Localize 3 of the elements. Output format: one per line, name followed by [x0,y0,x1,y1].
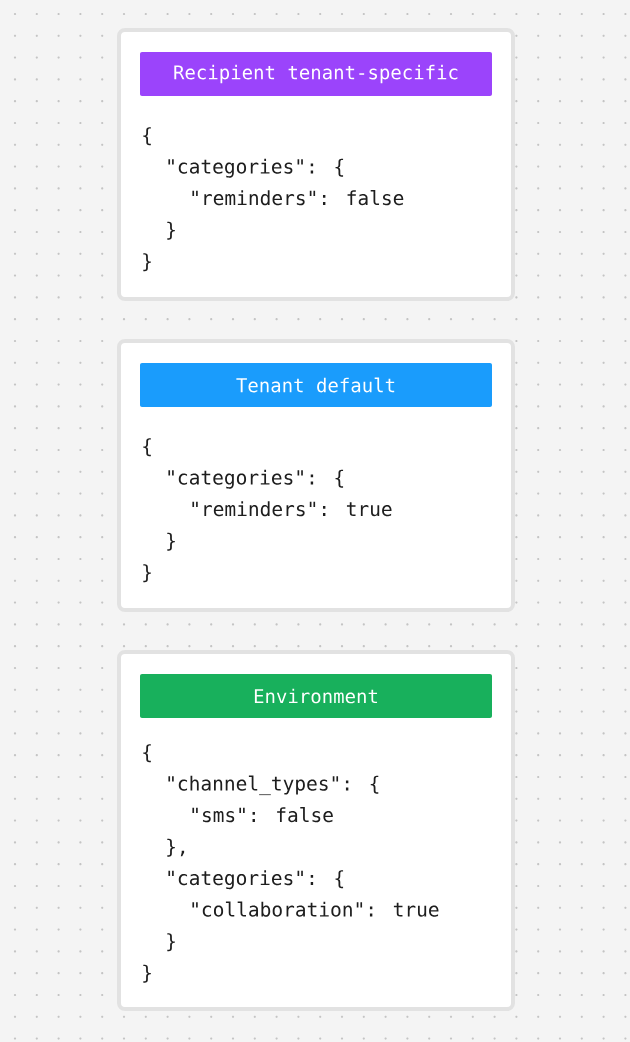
header-band: Environment [140,674,492,718]
header-band: Recipient tenant-specific [140,52,492,96]
header-band: Tenant default [140,363,492,407]
